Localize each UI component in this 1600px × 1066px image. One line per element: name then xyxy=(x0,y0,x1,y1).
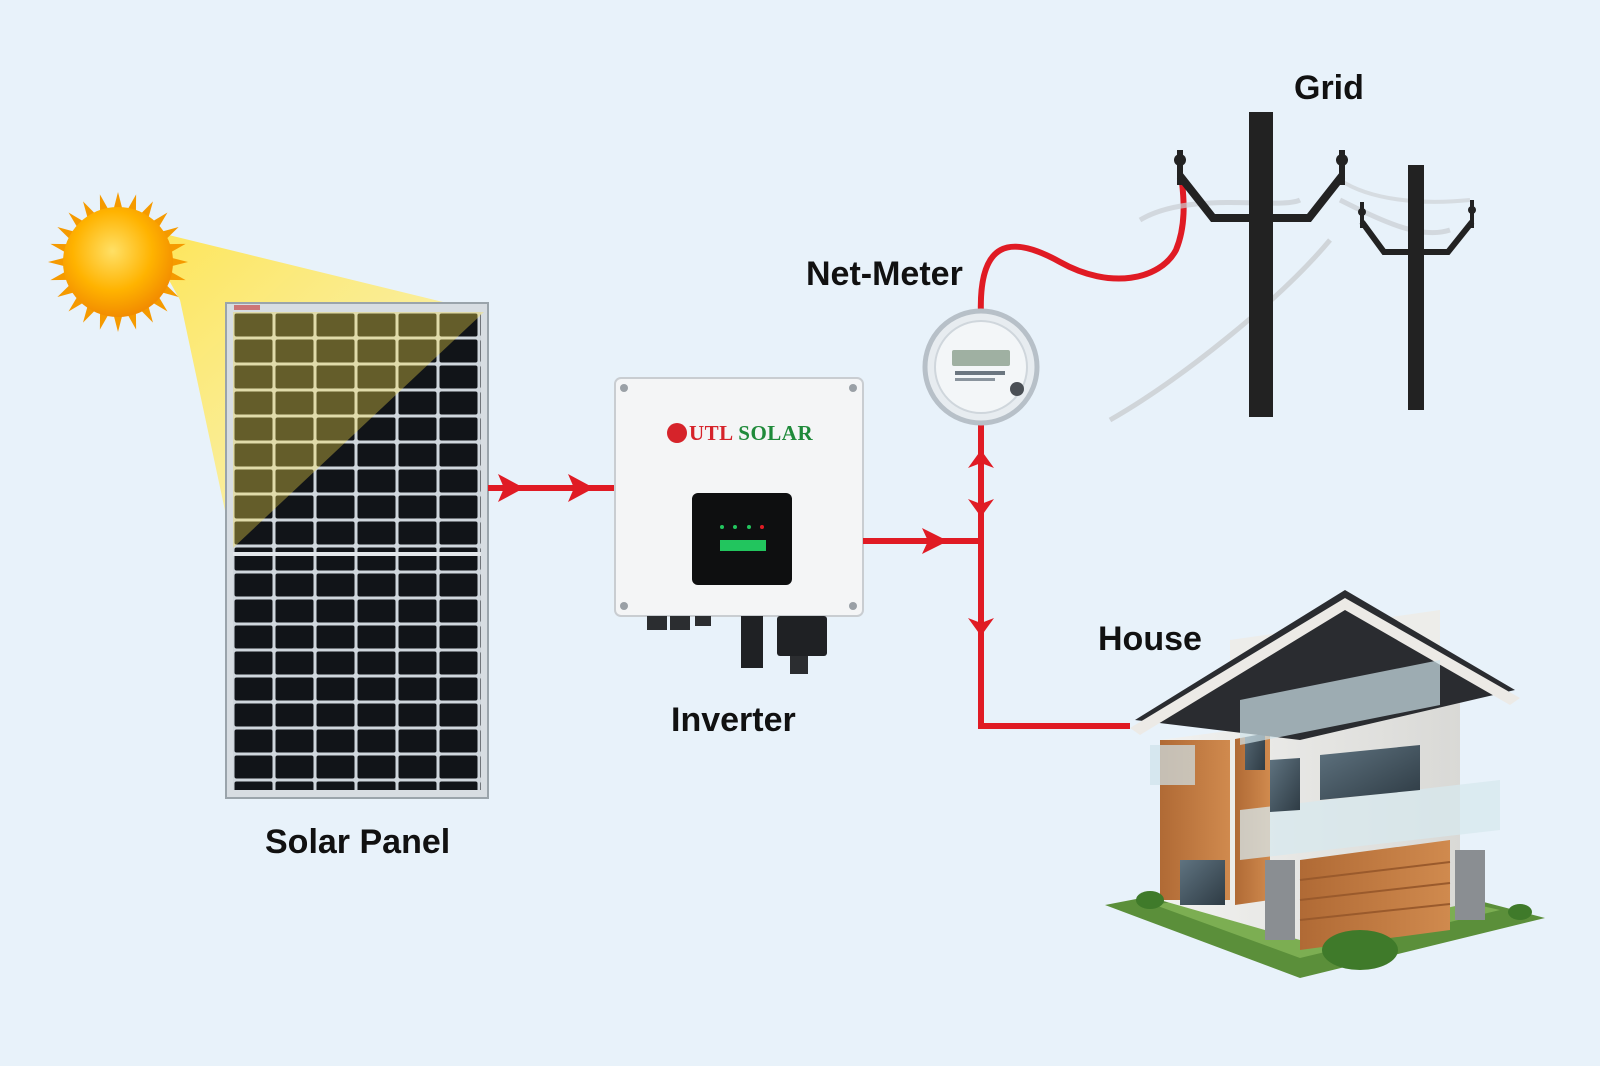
sun-ray xyxy=(48,257,67,267)
house-icon xyxy=(1105,590,1545,978)
sun-ray xyxy=(169,257,188,267)
solar-panel-icon xyxy=(225,302,489,799)
dc-flow-arrows xyxy=(498,474,594,502)
solar-panel-label: Solar Panel xyxy=(265,823,451,861)
grid-label: Grid xyxy=(1294,69,1364,107)
net-meter-icon xyxy=(922,308,1040,426)
ac-wires xyxy=(863,181,1187,729)
grid-pole-icon xyxy=(1108,112,1476,423)
inverter-icon xyxy=(614,377,864,674)
brand-solar: SOLAR xyxy=(738,421,814,445)
ac-flow-arrows xyxy=(922,450,994,636)
sun-icon xyxy=(48,192,188,332)
inverter-label: Inverter xyxy=(671,701,796,739)
net-meter-label: Net-Meter xyxy=(806,255,963,293)
house-label: House xyxy=(1098,620,1202,658)
brand-utl: UTL xyxy=(689,421,733,445)
sun-ray xyxy=(113,313,123,332)
inverter-brand: UTL SOLAR xyxy=(689,421,813,446)
sun-ray xyxy=(113,192,123,211)
